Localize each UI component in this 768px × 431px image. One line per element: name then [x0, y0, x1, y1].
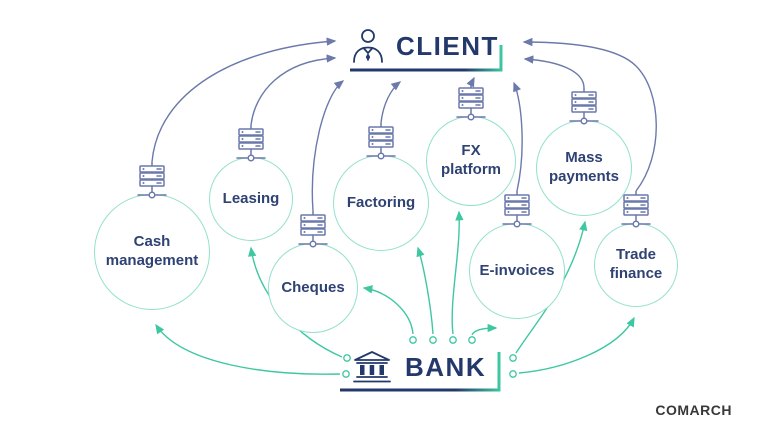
server-icon: [361, 122, 401, 160]
service-label: FX platform: [441, 142, 501, 178]
arrow-bank-to-e-invoices: [471, 323, 498, 336]
arrow-cheques-to-client: [311, 80, 345, 212]
server-icon: [564, 87, 604, 125]
arrow-e-invoices-to-client: [513, 81, 523, 192]
server-icon: [132, 161, 172, 199]
service-label: Cheques: [281, 278, 345, 296]
service-circle-cheques: Cheques: [268, 243, 358, 333]
arrow-leasing-to-client: [250, 54, 337, 126]
server-icon: [497, 190, 537, 228]
service-circle-factoring: Factoring: [333, 155, 429, 251]
arrow-bank-to-cheques: [362, 285, 414, 335]
bank-title: BANK: [405, 351, 487, 382]
service-circle-trade-finance: Trade finance: [594, 223, 678, 307]
service-circle-cash-management: Cash management: [94, 194, 210, 310]
service-label: Cash management: [105, 233, 199, 269]
bank-connection-nodes: [342, 336, 517, 378]
client-endpoint: CLIENT: [350, 27, 499, 65]
arrow-bank-to-fx-platform: [451, 210, 464, 335]
arrow-bank-to-cash-management: [155, 323, 341, 375]
arrow-factoring-to-client: [380, 81, 402, 124]
bank-building-icon: [353, 351, 391, 383]
service-label: Factoring: [346, 193, 416, 211]
arrow-mass-payments-to-client: [523, 55, 585, 89]
arrow-cash-management-to-client: [151, 37, 337, 163]
bank-underline-bracket: [340, 352, 501, 392]
server-icon: [293, 210, 333, 248]
client-title: CLIENT: [396, 30, 499, 61]
service-circle-e-invoices: E-invoices: [469, 223, 565, 319]
server-icon: [616, 190, 656, 228]
service-label: E-invoices: [479, 261, 555, 279]
server-icon: [231, 124, 271, 162]
arrow-trade-finance-to-client: [522, 37, 657, 192]
bank-endpoint: BANK: [352, 350, 486, 384]
service-label: Trade finance: [609, 246, 663, 282]
arrow-fx-platform-to-client: [466, 76, 475, 88]
client-underline-bracket: [350, 45, 503, 72]
service-circle-mass-payments: Mass payments: [536, 120, 632, 216]
arrow-bank-to-trade-finance: [518, 316, 635, 374]
service-circle-fx-platform: FX platform: [426, 116, 516, 206]
server-icon: [451, 83, 491, 121]
comarch-logo: COMARCH: [655, 402, 732, 418]
service-label: Leasing: [222, 189, 280, 207]
arrow-bank-to-factoring: [416, 246, 434, 335]
service-circle-leasing: Leasing: [209, 157, 293, 241]
service-label: Mass payments: [548, 149, 620, 185]
person-icon: [353, 29, 383, 63]
